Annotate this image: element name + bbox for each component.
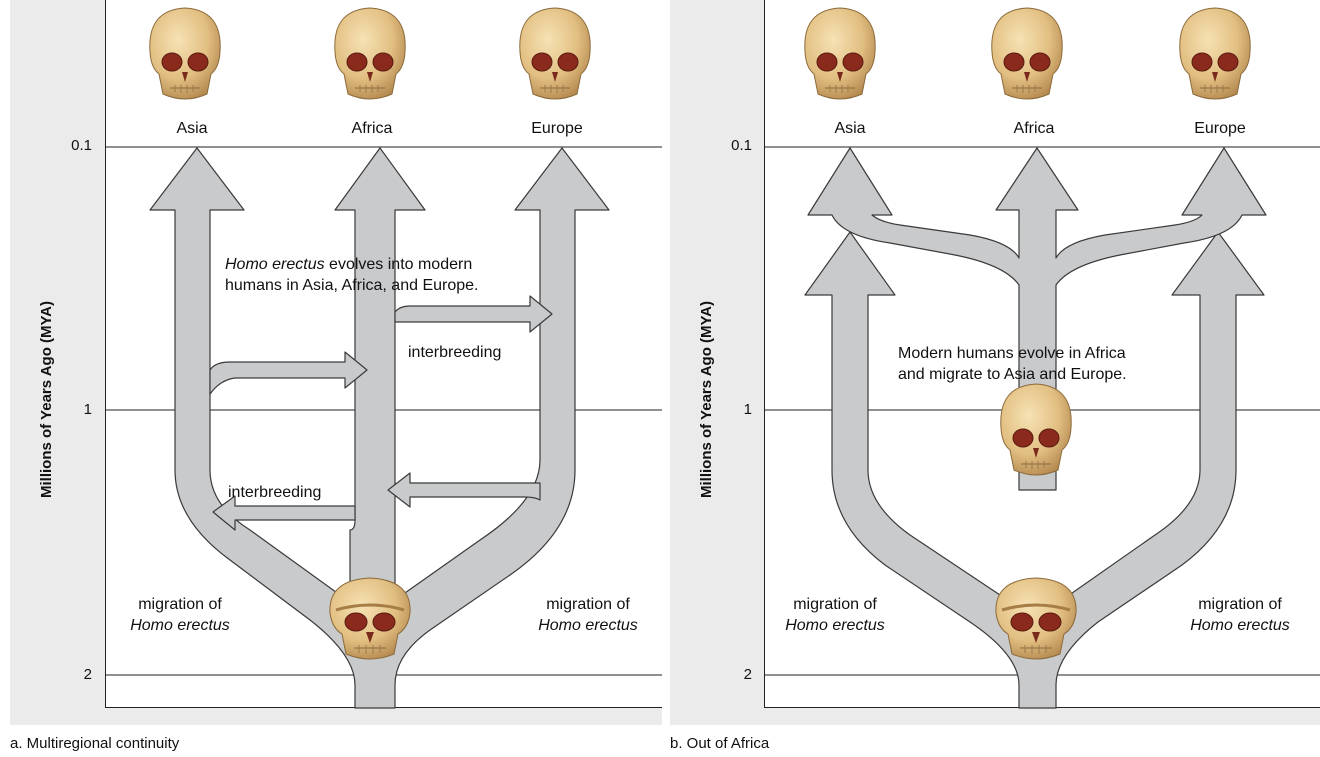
arrow-icon [212, 495, 356, 531]
migration-right-label: migration of Homo erectus [1190, 596, 1290, 634]
region-asia: Asia [834, 120, 866, 137]
panel-multiregional: Millions of Years Ago (MYA) 0.1 1 2 Asia… [10, 0, 662, 725]
migration-left-label: migration of Homo erectus [130, 596, 230, 634]
tick-2: 2 [83, 666, 92, 683]
evolve-note: Modern humans evolve in Africa and migra… [898, 345, 1127, 383]
arrow-icon [387, 472, 541, 508]
tick-1: 1 [83, 401, 92, 418]
region-africa: Africa [351, 120, 393, 137]
migration-right-label: migration of Homo erectus [538, 596, 638, 634]
region-africa: Africa [1013, 120, 1055, 137]
evolve-note: Homo erectus evolves into modern humans … [225, 256, 479, 294]
region-europe: Europe [1194, 120, 1246, 137]
region-europe: Europe [531, 120, 583, 137]
tick-2: 2 [743, 666, 752, 683]
skull-icon [519, 7, 591, 100]
migration-left-label: migration of Homo erectus [785, 596, 885, 634]
caption-a: a. Multiregional continuity [10, 735, 180, 752]
arrow-icon [394, 295, 553, 333]
skull-icon [1000, 383, 1072, 476]
skull-icon [149, 7, 221, 100]
skull-icon [328, 576, 412, 661]
diagram-a [105, 146, 662, 709]
skull-icon [804, 7, 876, 100]
tick-0-1: 0.1 [71, 137, 92, 154]
panel-out-of-africa: Millions of Years Ago (MYA) 0.1 1 2 Asia… [670, 0, 1320, 725]
skull-icon [991, 7, 1063, 100]
region-asia: Asia [176, 120, 208, 137]
arrow-icon [807, 147, 1267, 491]
arrow-icon [209, 351, 368, 395]
tick-0-1: 0.1 [731, 137, 752, 154]
skull-icon [1179, 7, 1251, 100]
skull-icon [334, 7, 406, 100]
interbreeding-upper-label: interbreeding [408, 344, 502, 361]
interbreeding-lower-label: interbreeding [228, 484, 322, 501]
arrow-icon [149, 147, 610, 709]
caption-b: b. Out of Africa [670, 735, 770, 752]
skull-icon [994, 576, 1078, 661]
tick-1: 1 [743, 401, 752, 418]
